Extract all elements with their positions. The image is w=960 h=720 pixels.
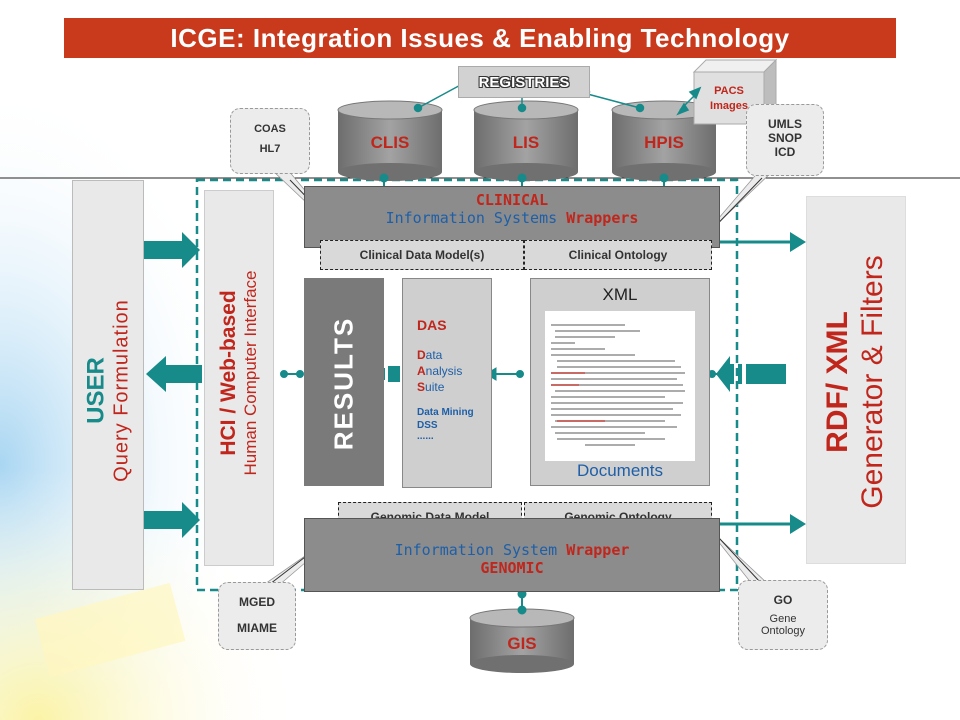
xml-title: XML [602, 285, 638, 304]
callout-umls: UMLS SNOP ICD [746, 104, 824, 176]
lis-label: LIS [512, 133, 540, 152]
registries-label: REGISTRIES [458, 66, 590, 98]
user-hci-arrows [142, 232, 202, 538]
clinical-ontology-tag[interactable]: Clinical Ontology [524, 240, 712, 270]
user-title: USER [82, 357, 110, 424]
genomic-wrapper-panel[interactable]: Information System Wrapper GENOMIC [304, 518, 720, 592]
user-subtitle: Query Formulation [110, 299, 133, 482]
gis-label: GIS [507, 634, 537, 653]
pacs-label: PACS Images [710, 85, 748, 112]
das-data-mining: Data Mining [417, 407, 474, 418]
clinical-rdf-arrow [712, 232, 806, 252]
genomic-subtitle-part2: Wrapper [566, 541, 630, 559]
hci-panel[interactable]: HCI / Web-based Human Computer Interface [204, 190, 274, 566]
rdf-xml-arrow [708, 356, 786, 392]
das-title: DAS [417, 317, 447, 333]
results-label: RESULTS [328, 316, 359, 451]
genomic-rdf-arrow [712, 514, 806, 534]
results-hci-arrow [280, 370, 304, 378]
hpis-label: HPIS [644, 133, 684, 152]
clinical-data-model-tag[interactable]: Clinical Data Model(s) [320, 240, 524, 270]
rdf-subtitle: Generator & Filters [856, 255, 889, 509]
clinical-subtitle-part1: Information Systems [385, 209, 558, 227]
hci-title: HCI / Web-based [217, 290, 240, 456]
clinical-wrapper-panel[interactable]: CLINICAL Information Systems Wrappers [304, 186, 720, 248]
rdf-panel[interactable]: RDF/ XML Generator & Filters [806, 196, 906, 564]
genomic-subtitle-part1: Information System [394, 541, 558, 559]
callout-coas: COAS HL7 [230, 108, 310, 174]
lis-cylinder [473, 100, 579, 181]
xml-document-preview [545, 311, 695, 461]
xml-footer: Documents [577, 461, 663, 480]
rdf-title: RDF/ XML [821, 311, 854, 453]
xml-documents-panel[interactable]: XML [530, 278, 710, 486]
page-title: ICGE: Integration Issues & Enabling Tech… [64, 18, 896, 58]
genomic-title: GENOMIC [480, 559, 544, 577]
user-panel[interactable]: USER Query Formulation [72, 180, 144, 590]
das-ellipsis: ...... [417, 431, 434, 442]
xml-text-lines [551, 324, 685, 446]
callout-go: GO Gene Ontology [738, 580, 828, 650]
das-panel[interactable]: DAS Data Analysis Suite Data Mining DSS … [402, 278, 492, 488]
das-dss: DSS [417, 420, 438, 431]
clis-label: CLIS [370, 133, 410, 152]
gis-cylinder [469, 608, 575, 673]
clinical-subtitle-part2: Wrappers [566, 209, 639, 227]
callout-mged: MGED MIAME [218, 582, 296, 650]
hci-subtitle: Human Computer Interface [241, 270, 260, 476]
clinical-title: CLINICAL [475, 191, 549, 209]
results-panel[interactable]: RESULTS [304, 278, 384, 486]
